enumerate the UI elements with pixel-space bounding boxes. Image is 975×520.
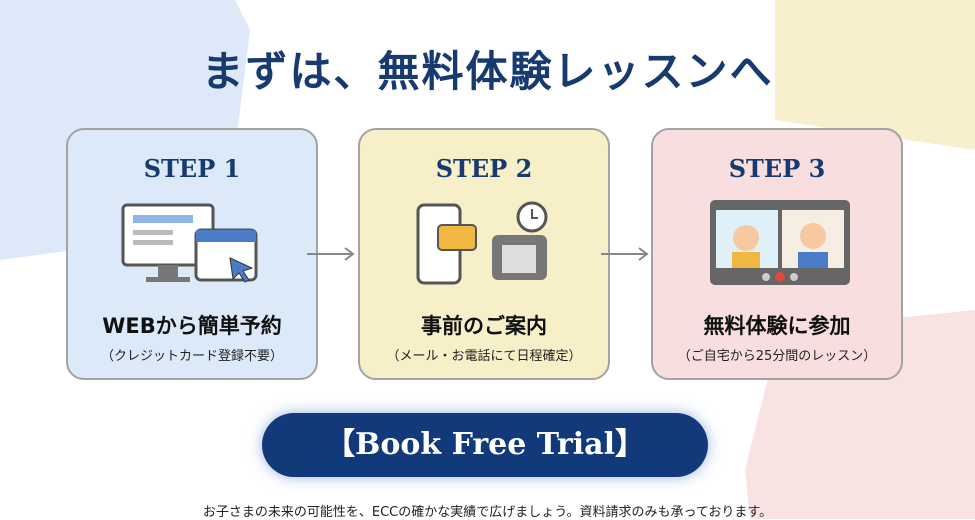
step-note: （クレジットカード登録不要） (100, 349, 283, 364)
book-free-trial-button[interactable]: 【Book Free Trial】 (262, 413, 708, 477)
step-note: （メール・お電話にて日程確定） (386, 349, 582, 364)
page-title: まずは、無料体験レッスンへ (201, 47, 774, 96)
step-note: （ご自宅から25分間のレッスン） (677, 349, 877, 364)
step-label: STEP 3 (728, 154, 826, 183)
phone-contact-icon (416, 201, 548, 285)
arrow-right-icon (601, 247, 649, 261)
step-title: WEBから簡単予約 (102, 314, 282, 338)
step-label: STEP 2 (435, 154, 533, 183)
step-3-card: STEP 3 無料体験に参加 （ご自宅から25分間のレッスン） (651, 128, 903, 380)
step-title: 無料体験に参加 (703, 314, 851, 338)
computer-calendar-icon (121, 203, 258, 283)
step-1-card: STEP 1 WEBから簡単予約 （クレジットカード登録不要） (66, 128, 318, 380)
step-label: STEP 1 (143, 154, 241, 183)
video-lesson-icon (710, 200, 850, 285)
step-title: 事前のご案内 (421, 314, 547, 338)
step-2-card: STEP 2 事前のご案内 （メール・お電話にて日程確定） (358, 128, 610, 380)
arrow-right-icon (307, 247, 355, 261)
footer-note: お子さまの未来の可能性を、ECCの確かな実績で広げましょう。資料請求のみも承って… (202, 505, 773, 520)
